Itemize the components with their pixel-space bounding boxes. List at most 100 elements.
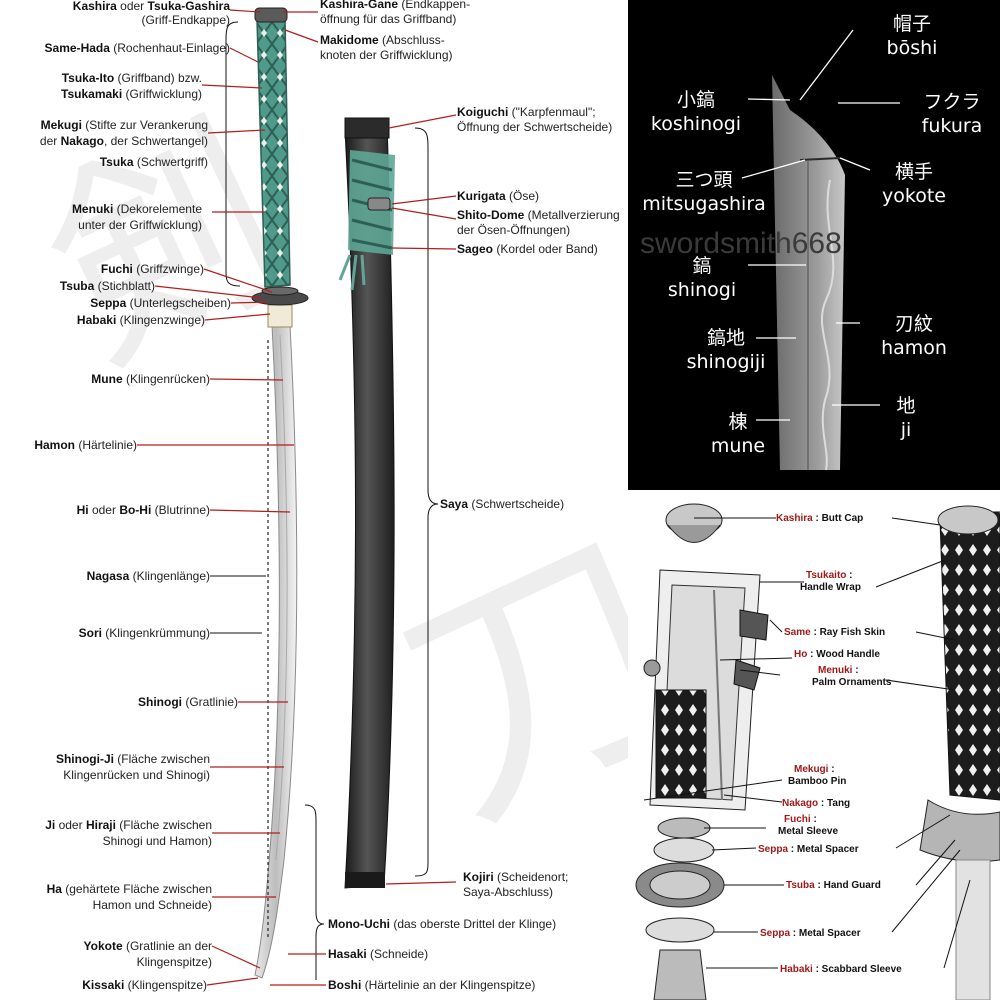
hilt-label-menuki: Menuki :Palm Ornaments <box>812 665 892 688</box>
koiguchi <box>344 117 390 139</box>
label-mekugi-line1: Mekugi (Stifte zur Verankerung <box>41 118 208 132</box>
hilt-label-seppa1: Seppa : Metal Spacer <box>758 844 859 855</box>
label-hi: Hi oder Bo-Hi (Blutrinne) <box>77 503 210 517</box>
hilt-leaders <box>643 517 971 969</box>
label-shinogi: Shinogi (Gratlinie) <box>138 695 238 709</box>
label-shinogi-ji-line1: Shinogi-Ji (Fläche zwischen <box>56 752 210 766</box>
label-same-hada-line1: Same-Hada (Rochenhaut-Einlage) <box>45 41 230 55</box>
label-nagasa: Nagasa (Klingenlänge) <box>87 569 210 583</box>
label-mune: Mune (Klingenrücken) <box>91 372 210 386</box>
label-koiguchi-line1: Koiguchi ("Karpfenmaul"; <box>457 105 596 119</box>
hilt-label-ho: Ho : Wood Handle <box>794 649 880 660</box>
label-shito-dome-line1: Shito-Dome (Metallverzierung <box>457 208 620 222</box>
label-kashira-gane: Kashira-Gane (Endkappen-öffnung für das … <box>320 0 470 26</box>
hilt-label-same-text: Same : Ray Fish Skin <box>784 627 885 638</box>
hilt-label-tsukaito-desc: Handle Wrap <box>800 582 861 593</box>
label-koiguchi-line2: Öffnung der Schwertscheide) <box>457 120 612 134</box>
hilt-label-fuchi: Fuchi :Metal Sleeve <box>778 814 838 837</box>
label-mekugi-line2: der Nakago, der Schwertangel) <box>40 134 208 148</box>
fuchi <box>261 286 299 296</box>
right-leaders <box>270 11 457 986</box>
hilt-label-tsuba-text: Tsuba : Hand Guard <box>786 880 881 891</box>
label-kojiri: Kojiri (Scheidenort;Saya-Abschluss) <box>463 870 568 899</box>
brackets <box>225 21 439 980</box>
blade-term-boshi-ja: 帽子 <box>893 13 931 35</box>
label-kashira-line1: Kashira oder Tsuka-Gashira <box>73 0 231 13</box>
hilt-label-fuchi-term: Fuchi : <box>784 814 817 825</box>
label-sageo: Sageo (Kordel oder Band) <box>457 242 598 256</box>
label-hamon-line1: Hamon (Härtelinie) <box>34 438 137 452</box>
blade-term-yokote-ja: 横手 <box>895 161 933 183</box>
blade-term-ji-ja: 地 <box>896 395 915 417</box>
label-sori-line1: Sori (Klingenkrümmung) <box>79 626 210 640</box>
label-habaki-line1: Habaki (Klingenzwinge) <box>77 313 205 327</box>
right-labels: Kashira-Gane (Endkappen-öffnung für das … <box>320 0 620 992</box>
label-tsuka-ito: Tsuka-Ito (Griffband) bzw.Tsukamaki (Gri… <box>61 71 202 101</box>
blade-term-mitsugashira-romaji: mitsugashira <box>642 193 766 215</box>
label-makidome: Makidome (Abschluss-knoten der Griffwick… <box>320 33 453 62</box>
hilt-label-kashira-text: Kashira : Butt Cap <box>776 513 863 524</box>
hilt-label-kashira: Kashira : Butt Cap <box>776 513 863 524</box>
label-kashira: Kashira oder Tsuka-Gashira(Griff-Endkapp… <box>73 0 231 27</box>
hilt-label-mekugi: Mekugi :Bamboo Pin <box>788 764 846 787</box>
label-sageo-line1: Sageo (Kordel oder Band) <box>457 242 598 256</box>
label-ji-line1: Ji oder Hiraji (Fläche zwischen <box>45 818 212 832</box>
label-seppa-line1: Seppa (Unterlegscheiben) <box>90 296 231 310</box>
label-sori: Sori (Klingenkrümmung) <box>79 626 210 640</box>
blade-term-boshi-romaji: bōshi <box>887 37 938 59</box>
label-fuchi-line1: Fuchi (Griffzwinge) <box>101 262 204 276</box>
yokote-line <box>799 157 841 161</box>
hilt-label-tsukaito-term: Tsukaito : <box>806 570 853 581</box>
label-tsuba-line1: Tsuba (Stichblatt) <box>60 279 155 293</box>
label-makidome-line2: knoten der Griffwicklung) <box>320 48 453 62</box>
kashira <box>254 7 288 23</box>
label-kashira-line2: (Griff-Endkappe) <box>142 13 230 27</box>
blade-term-yokote-romaji: yokote <box>882 185 946 207</box>
sword-illustration <box>251 7 309 979</box>
label-habaki: Habaki (Klingenzwinge) <box>77 313 205 327</box>
label-nagasa-line1: Nagasa (Klingenlänge) <box>87 569 210 583</box>
hamon-line <box>821 179 835 471</box>
label-makidome-line1: Makidome (Abschluss- <box>320 33 445 47</box>
label-kashira-gane-line2: öffnung für das Griffband) <box>320 12 456 26</box>
label-mune-line1: Mune (Klingenrücken) <box>91 372 210 386</box>
label-kojiri-line2: Saya-Abschluss) <box>463 885 553 899</box>
blade-term-ji-romaji: ji <box>900 419 912 441</box>
label-tsuka: Tsuka (Schwertgriff) <box>100 155 208 169</box>
blade-term-koshinogi-romaji: koshinogi <box>651 113 741 135</box>
hilt-label-mekugi-desc: Bamboo Pin <box>788 776 846 787</box>
label-shinogi-ji-line2: Klingenrücken und Shinogi) <box>63 768 210 782</box>
blade-term-hamon-ja: 刃紋 <box>895 313 933 335</box>
label-mekugi: Mekugi (Stifte zur Verankerung der Nakago… <box>40 118 208 148</box>
hilt-label-same: Same : Ray Fish Skin <box>784 627 885 638</box>
left-leaders <box>137 9 294 986</box>
label-kojiri-line1: Kojiri (Scheidenort; <box>463 870 568 884</box>
watermark-text: swordsmith668 <box>640 227 842 260</box>
kurigata <box>367 197 391 211</box>
hilt-label-menuki-term: Menuki : <box>818 665 859 676</box>
blade-term-hamon-romaji: hamon <box>881 337 947 359</box>
hilt-label-nakago: Nakago : Tang <box>782 798 850 809</box>
hilt-label-seppa2-text: Seppa : Metal Spacer <box>760 928 861 939</box>
label-kurigata-line1: Kurigata (Öse) <box>457 189 539 203</box>
hilt-label-tsukaito: Tsukaito :Handle Wrap <box>800 570 861 593</box>
label-tsuka-ito-line2: Tsukamaki (Griffwicklung) <box>61 87 202 101</box>
label-koiguchi: Koiguchi ("Karpfenmaul";Öffnung der Schw… <box>457 105 612 134</box>
hilt-label-nakago-text: Nakago : Tang <box>782 798 850 809</box>
hilt-label-tsuba: Tsuba : Hand Guard <box>786 880 881 891</box>
label-saya-line1: Saya (Schwertscheide) <box>440 497 564 511</box>
label-ha-line2: Hamon und Schneide) <box>93 898 212 912</box>
label-tsuba: Tsuba (Stichblatt) <box>60 279 155 293</box>
habaki <box>267 304 293 328</box>
label-mono-uchi: Mono-Uchi (das oberste Drittel der Kling… <box>328 917 556 931</box>
hilt-label-seppa2: Seppa : Metal Spacer <box>760 928 861 939</box>
label-yokote-line2: Klingenspitze) <box>137 955 212 969</box>
